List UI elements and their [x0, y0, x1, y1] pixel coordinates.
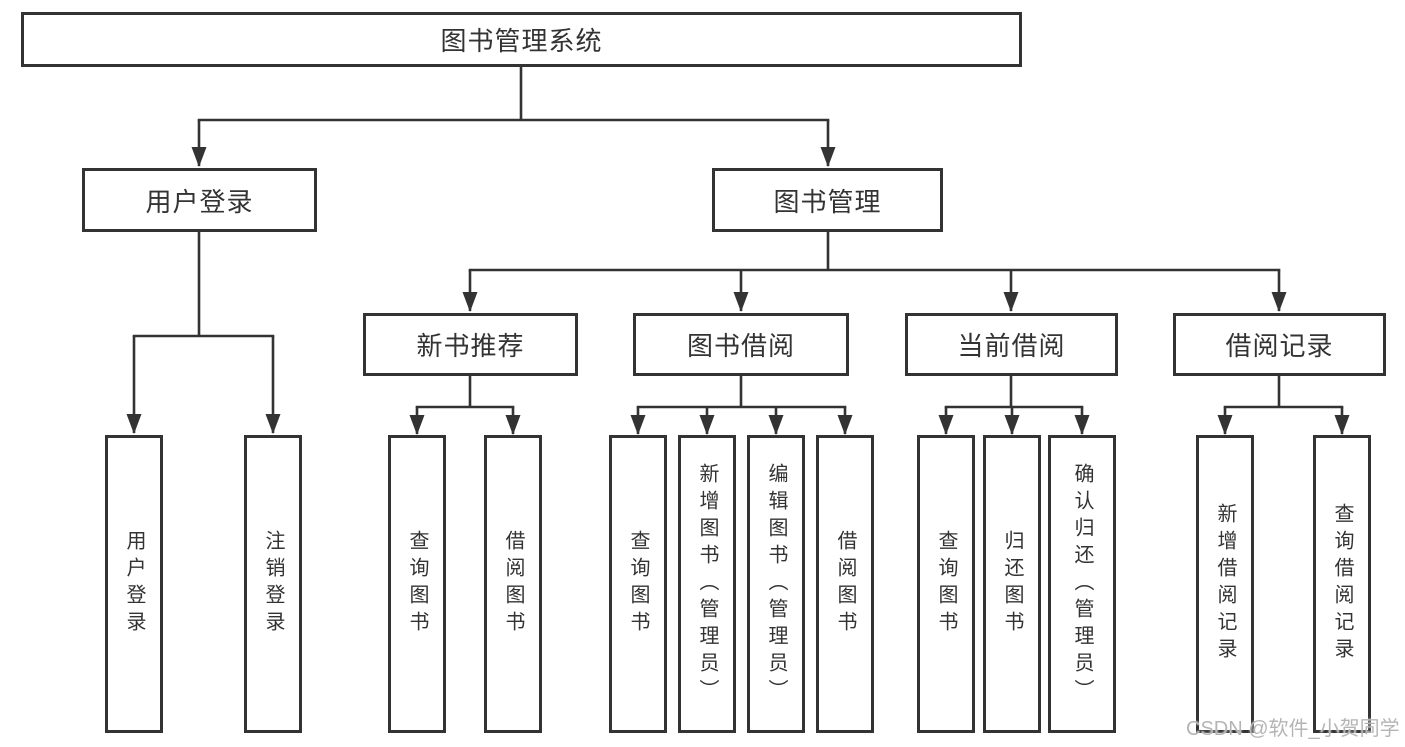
leaf-add-borrow-record: 新增借阅记录: [1196, 435, 1254, 733]
node-book-management: 图书管理: [712, 168, 943, 232]
leaf-user-login: 用户登录: [105, 435, 163, 733]
leaf-return-books: 归还图书: [983, 435, 1041, 733]
leaf-add-books-admin: 新增图书（管理员）: [678, 435, 736, 733]
csdn-watermark: CSDN @软件_小贺同学: [1186, 718, 1400, 740]
node-user-login: 用户登录: [82, 168, 317, 232]
leaf-query-borrow-record: 查询借阅记录: [1313, 435, 1371, 733]
leaf-confirm-return-admin: 确认归还（管理员）: [1048, 435, 1116, 733]
leaf-borrow-books: 借阅图书: [816, 435, 874, 733]
leaf-query-books-borrowing: 查询图书: [609, 435, 667, 733]
node-root: 图书管理系统: [21, 12, 1022, 67]
leaf-borrow-books-recommend: 借阅图书: [484, 435, 542, 733]
node-current-borrowing: 当前借阅: [905, 313, 1118, 376]
node-new-book-recommendation: 新书推荐: [363, 313, 578, 376]
leaf-query-books-recommend: 查询图书: [388, 435, 446, 733]
leaf-edit-books-admin: 编辑图书（管理员）: [747, 435, 805, 733]
leaf-query-books-current: 查询图书: [917, 435, 975, 733]
node-book-borrowing: 图书借阅: [633, 313, 849, 376]
node-borrowing-records: 借阅记录: [1173, 313, 1386, 376]
leaf-logout: 注销登录: [244, 435, 302, 733]
